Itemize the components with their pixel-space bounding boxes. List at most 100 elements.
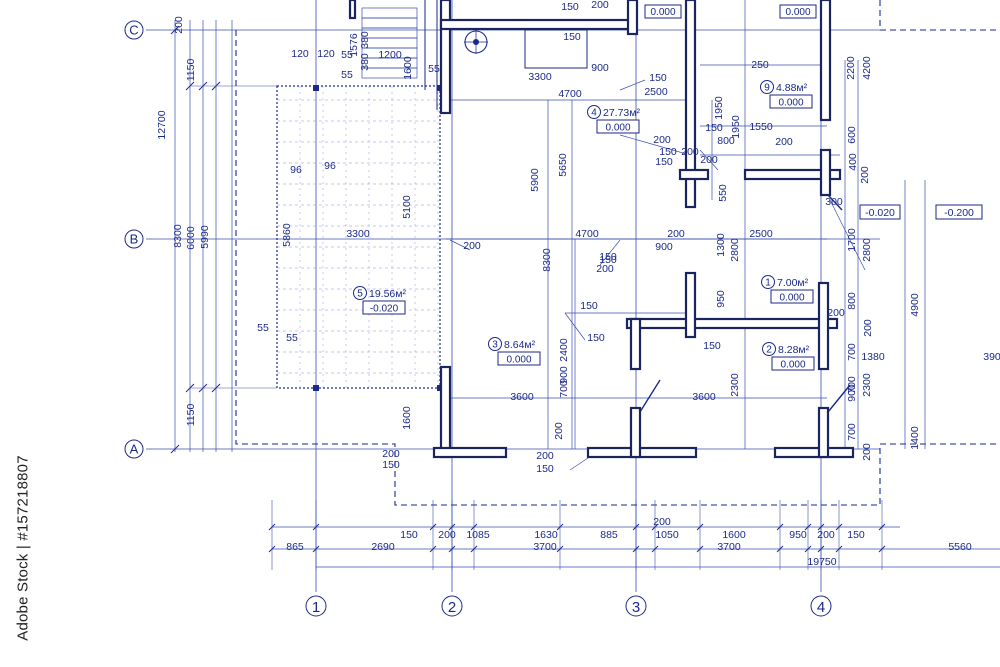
door-swing [827,384,851,413]
dimension-text: 200 [859,166,871,184]
left-dimension: 12700 [156,110,168,139]
dimension-text: 150 [649,72,667,84]
tick [556,545,564,553]
bottom-dimension: 885 [600,529,618,541]
bottom-dimension: 200 [653,516,671,528]
dimension-text: 2800 [729,238,741,262]
grid-label: 2 [448,599,456,616]
door-swing [827,194,843,211]
dimension-text: 200 [591,0,609,11]
grid-bubble-A [124,439,144,459]
tick [651,523,659,531]
dimension-text: 2500 [749,228,773,240]
tick [835,523,843,531]
tick [632,523,640,531]
slab-outline [879,0,1000,31]
dimension-text: 200 [536,450,554,462]
dimension-text: 200 [861,443,873,461]
dimension-text: 700 [846,343,858,361]
room-area: 8.28м² [778,344,810,356]
tick [835,545,843,553]
wall-segment [586,446,698,459]
dimension-text: 3300 [528,71,552,83]
dimension-text: 2800 [861,238,873,262]
dimension-text: 150 [563,31,581,43]
bottom-dimension: 865 [286,541,304,553]
wall-segment [773,446,855,459]
wall-segment [684,271,697,339]
grid-bubble-B [124,229,144,249]
tick [170,444,180,454]
bottom-dimension: 150 [847,529,865,541]
wall-segment [439,365,452,459]
level-box [769,94,813,109]
wall-segment [625,317,839,330]
bottom-dimension: 200 [817,529,835,541]
grid-label: 1 [312,599,320,616]
wall-segment [629,317,642,371]
level-box [497,351,541,366]
tick [817,523,825,531]
dimension-text: 1400 [909,426,921,450]
room-area: 19.56м² [369,288,406,300]
dimension-text: 200 [667,228,685,240]
dimension-text: 3600 [692,391,716,403]
post [313,385,319,391]
room-number-circle [762,342,776,356]
dimension-text: 1576 [348,33,360,57]
tick [696,523,704,531]
dimension-text: 550 [717,184,729,202]
dimension-text: 700 [846,423,858,441]
terrace-frame [276,85,441,389]
post [313,85,319,91]
dimension-text: 150 [655,156,673,168]
wall-segment [743,168,842,181]
room-number-circle [488,337,502,351]
wall-segment [819,0,832,122]
dimension-text: 2400 [558,338,570,362]
tick [556,523,564,531]
dimension-text: 96 [290,164,302,176]
tick [696,545,704,553]
room-number: 5 [357,289,363,300]
grid-label: B [130,232,139,247]
left-dimension: 5990 [199,225,211,249]
tick [651,545,659,553]
left-dimension: 8300 [172,224,184,248]
dimension-text: 5900 [529,168,541,192]
room-level: 0.000 [785,7,810,18]
dimension-text: 2200 [845,56,857,80]
dimension-text: 200 [596,263,614,275]
wall-segment [819,148,832,197]
leader-line [619,79,646,91]
room-level: -0.020 [370,304,399,315]
dimension-text: 55 [286,332,298,344]
room-number: 2 [766,345,772,356]
tick [804,523,812,531]
dimension-text: 1200 [378,49,402,61]
dimension-text: 5100 [401,195,413,219]
dimension-text: 4700 [575,228,599,240]
dimension-text: 200 [862,319,874,337]
dimension-text: 200 [700,154,718,166]
grid-bubble-3 [625,595,647,617]
dimension-text: 55 [257,322,269,334]
dimension-text: 200 [775,136,793,148]
dimension-text: 200 [681,146,699,158]
dimension-text: 150 [599,251,617,263]
dimension-text: 1550 [749,121,773,133]
dimension-text: 700 [558,380,570,398]
level-tag: -0.200 [944,207,974,219]
left-dimension: 5860 [281,223,293,247]
grid-label: A [130,442,139,457]
level-box [596,119,640,134]
leader-line [619,134,691,156]
grid-bubble-2 [441,595,463,617]
dimension-text: 380 [359,31,371,49]
wall-segment [817,406,830,459]
tick [878,545,886,553]
grid-bubble-4 [810,595,832,617]
dimension-text: 950 [715,290,727,308]
tick [312,545,320,553]
